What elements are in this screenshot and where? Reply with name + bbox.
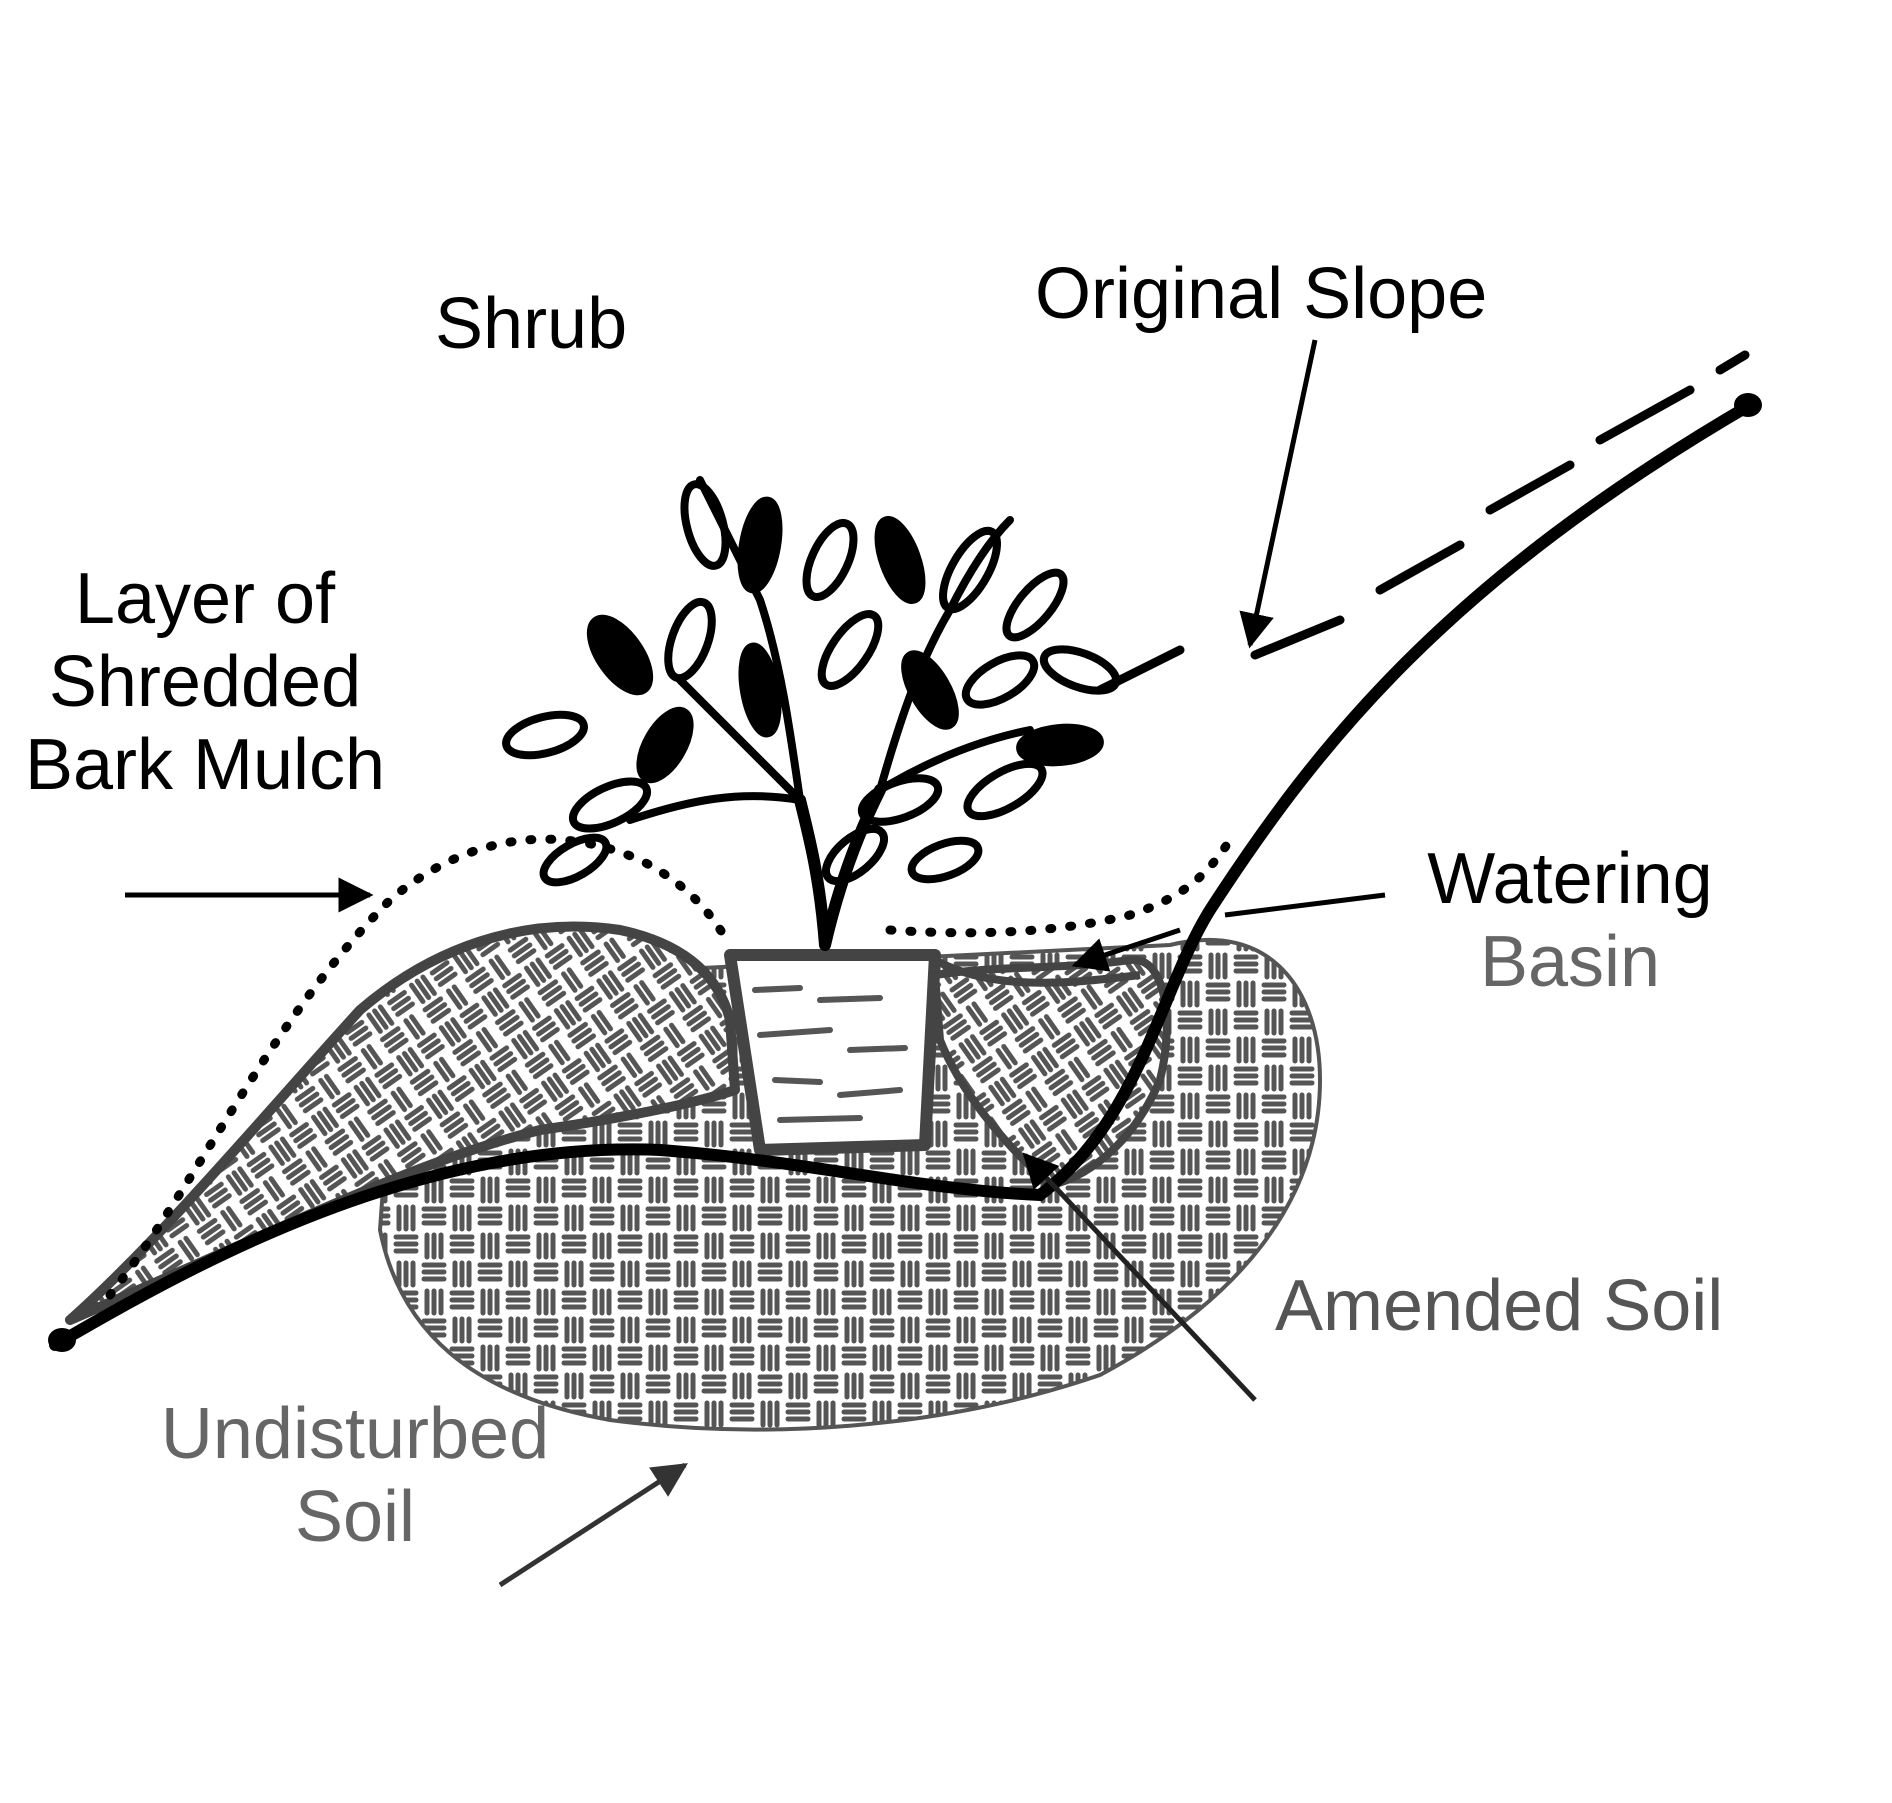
root-ball xyxy=(724,949,941,1156)
label-bark-mulch-line2: Shredded xyxy=(48,641,362,722)
arrow-watering-basin-b xyxy=(1071,927,1181,972)
label-watering-basin-line1: Watering xyxy=(1427,839,1713,919)
original-slope-line xyxy=(49,399,1756,1351)
shrub-trunk xyxy=(794,784,886,951)
label-shrub: Shrub xyxy=(435,284,628,364)
slope-end-left xyxy=(48,1328,76,1352)
label-watering-basin: Watering Basin xyxy=(1390,838,1750,1004)
label-bark-mulch-line3: Bark Mulch xyxy=(24,724,386,805)
slope-end-right xyxy=(1734,393,1762,417)
label-amended-soil: Amended Soil xyxy=(1275,1266,1724,1346)
mulch-berm-left xyxy=(65,921,740,1325)
mulch-layer-dotted-line xyxy=(105,834,1235,1300)
root-ball-texture xyxy=(752,985,908,1123)
arrow-amended-soil xyxy=(1022,1152,1257,1402)
arrow-original-slope xyxy=(1239,339,1318,649)
label-undisturbed-soil: Undisturbed Soil xyxy=(120,1393,590,1559)
shrub-leaves xyxy=(502,480,1121,887)
shrub xyxy=(502,476,1121,951)
label-original-slope: Original Slope xyxy=(1035,254,1488,334)
label-undisturbed-soil-line2: Soil xyxy=(294,1476,416,1557)
label-bark-mulch: Layer of Shredded Bark Mulch xyxy=(0,558,410,806)
arrow-undisturbed-soil xyxy=(498,1462,688,1588)
label-bark-mulch-line1: Layer of xyxy=(74,559,336,639)
label-watering-basin-line2: Basin xyxy=(1479,921,1661,1002)
watering-basin-outline xyxy=(933,956,1141,987)
label-undisturbed-soil-line1: Undisturbed xyxy=(160,1394,550,1474)
arrow-watering-basin-a xyxy=(1224,892,1386,918)
